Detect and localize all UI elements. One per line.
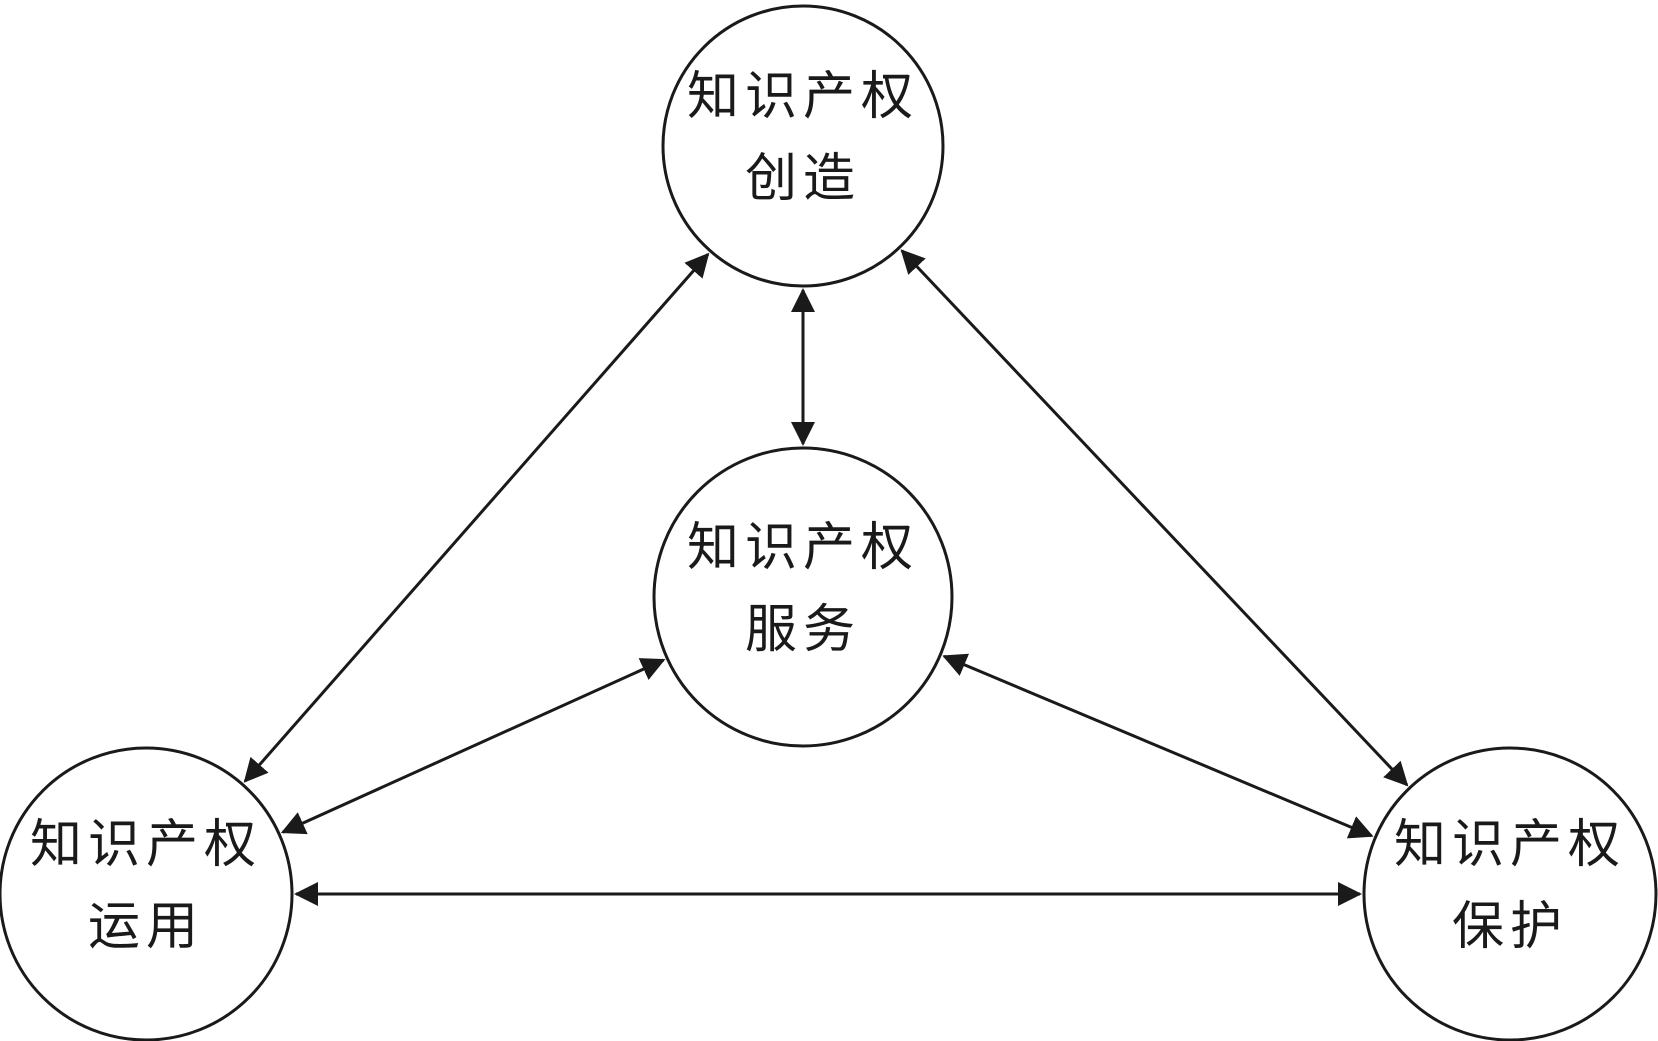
- node-ip-creation-circle: [661, 4, 945, 288]
- node-ip-protection-circle: [1362, 746, 1658, 1041]
- edge-creation-protection-double-arrow: [900, 249, 1409, 787]
- edge-creation-application-double-arrow: [243, 252, 710, 783]
- node-ip-service-line2: 服务: [745, 600, 861, 660]
- node-ip-creation-line1: 知识产权: [687, 67, 919, 127]
- edge-service-application-double-arrow: [280, 658, 666, 835]
- node-ip-creation-line2: 创造: [745, 149, 861, 209]
- node-ip-application-circle: [0, 746, 294, 1041]
- node-ip-application-line1: 知识产权: [30, 815, 262, 875]
- node-ip-protection: 知识产权 保护: [1362, 746, 1658, 1041]
- node-ip-service-circle: [652, 446, 954, 748]
- node-ip-protection-line2: 保护: [1452, 897, 1568, 957]
- node-ip-creation: 知识产权 创造: [661, 4, 945, 288]
- node-ip-service-line1: 知识产权: [687, 518, 919, 578]
- edges-group: [243, 249, 1409, 906]
- node-ip-application: 知识产权 运用: [0, 746, 294, 1041]
- node-ip-service: 知识产权 服务: [652, 446, 954, 748]
- node-ip-application-line2: 运用: [88, 897, 204, 957]
- edge-service-protection-double-arrow: [942, 653, 1374, 839]
- node-ip-protection-line1: 知识产权: [1394, 815, 1626, 875]
